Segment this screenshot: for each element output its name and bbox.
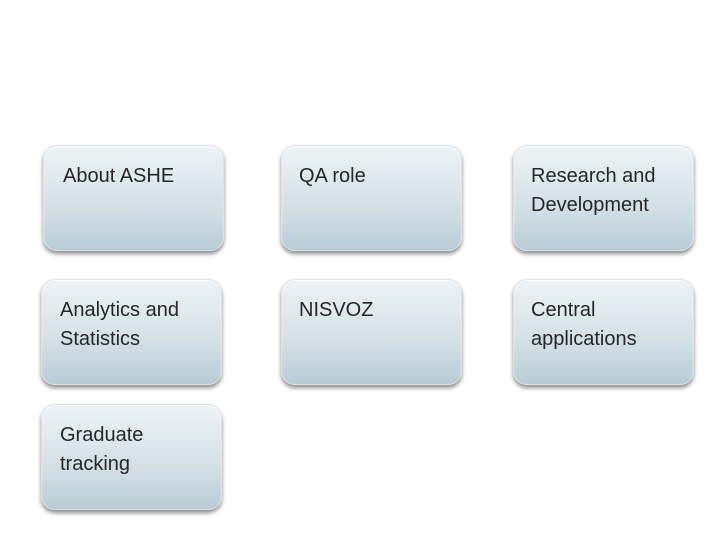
tile-about-ashe[interactable]: About ASHE: [43, 145, 224, 251]
tile-label: About ASHE: [63, 165, 175, 187]
tile-central-applications[interactable]: Central applications: [513, 279, 694, 385]
tile-label: NISVOZ: [299, 299, 374, 321]
tile-label: Graduate tracking: [60, 424, 144, 475]
tile-research-and-development[interactable]: Research and Development: [513, 145, 694, 251]
tile-graduate-tracking[interactable]: Graduate tracking: [41, 404, 222, 510]
tile-qa-role[interactable]: QA role: [281, 145, 462, 251]
tile-label: QA role: [299, 165, 366, 187]
tile-analytics-and-statistics[interactable]: Analytics and Statistics: [41, 279, 222, 385]
tile-label: Research and Development: [531, 165, 656, 216]
tile-nisvoz[interactable]: NISVOZ: [281, 279, 462, 385]
tile-label: Central applications: [531, 299, 637, 350]
tile-label: Analytics and Statistics: [60, 299, 179, 350]
